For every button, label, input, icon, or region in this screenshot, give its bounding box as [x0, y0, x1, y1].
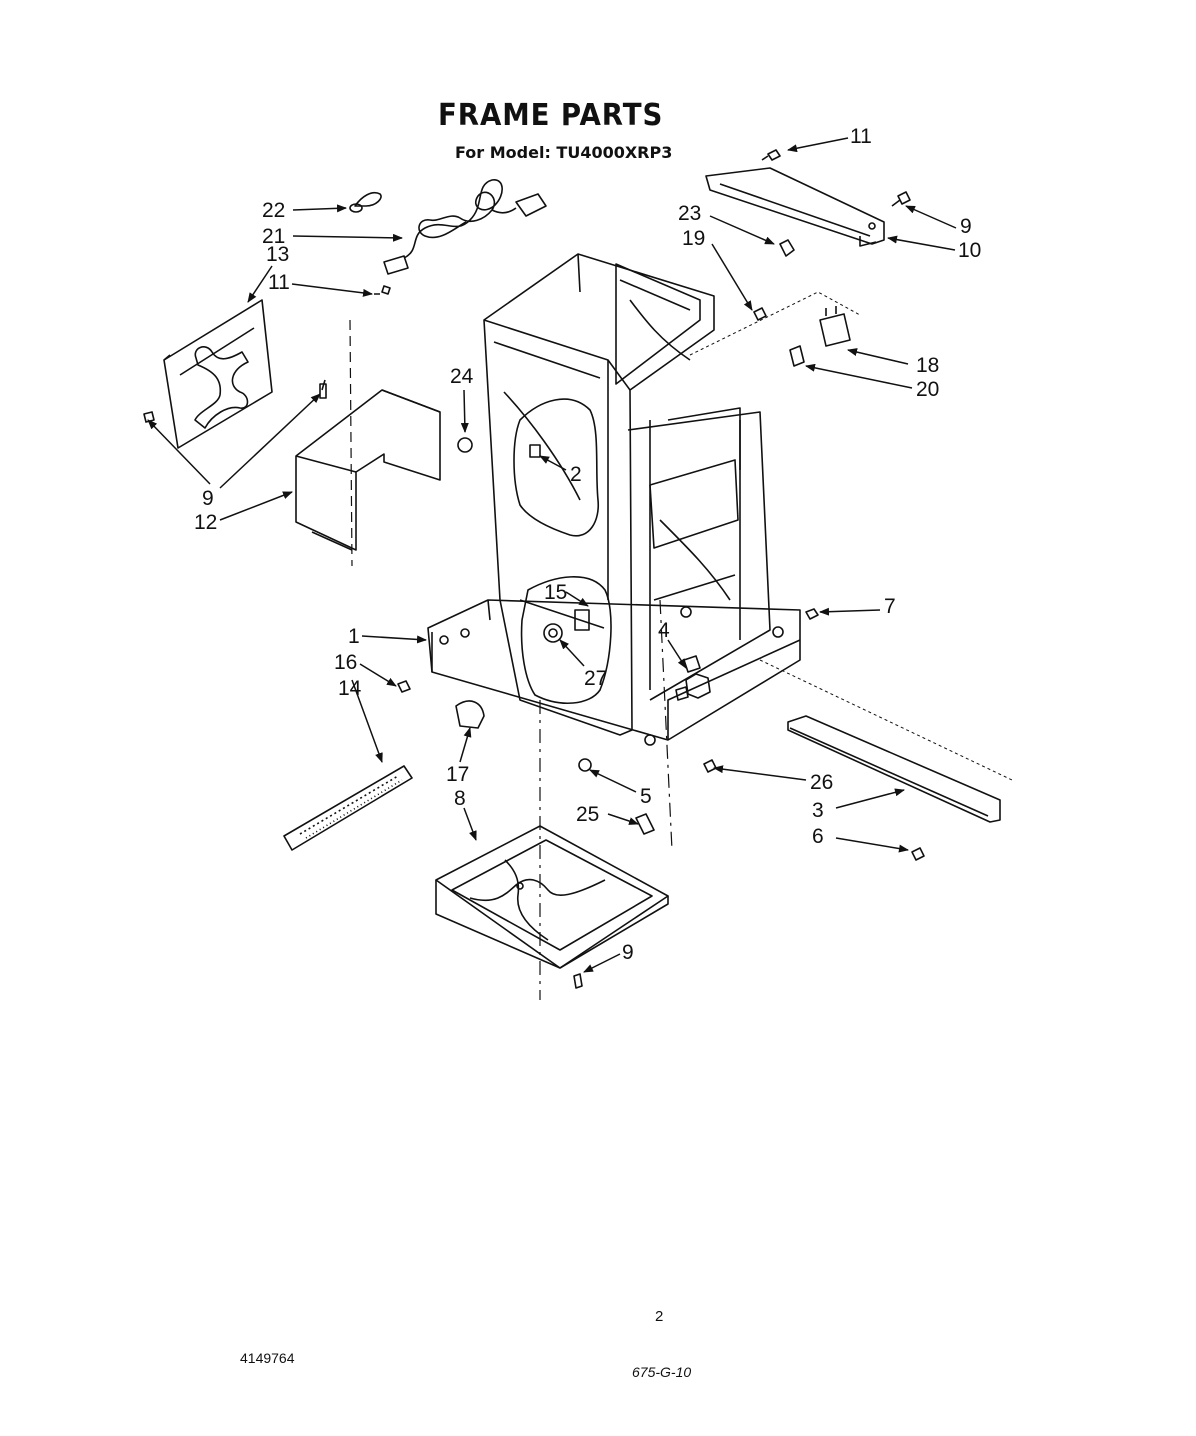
page-number: 2 — [655, 1308, 664, 1325]
callout-24: 24 — [450, 365, 474, 388]
side-panel-part — [163, 299, 273, 449]
callout-17: 17 — [446, 763, 470, 786]
callout-16: 16 — [334, 651, 358, 674]
callout-14: 14 — [338, 677, 362, 700]
callout-4: 4 — [658, 619, 670, 642]
callout-8: 8 — [454, 787, 466, 810]
callout-11-left: 11 — [268, 271, 290, 294]
callout-9-left: 9 — [202, 487, 214, 510]
document-number: 4149764 — [240, 1350, 295, 1366]
base-plate-part — [427, 599, 1013, 781]
switch-part — [689, 291, 861, 367]
cover-part — [295, 319, 441, 567]
callout-12: 12 — [194, 511, 218, 534]
filter-part — [283, 765, 413, 851]
callout-19: 19 — [682, 227, 706, 250]
callout-21: 21 — [262, 225, 286, 248]
callout-9-top: 9 — [960, 215, 972, 238]
revision-code: 675-G-10 — [632, 1364, 692, 1380]
callout-6: 6 — [812, 825, 824, 848]
callout-13: 13 — [266, 243, 290, 266]
callout-2: 2 — [570, 463, 582, 486]
diagram-title: FRAME PARTS — [438, 98, 664, 133]
leader-lines — [147, 137, 957, 973]
top-bracket-part — [705, 167, 885, 247]
hardware-parts — [143, 149, 925, 989]
callout-11-top: 11 — [850, 125, 872, 148]
callout-15: 15 — [544, 581, 568, 604]
callout-18: 18 — [916, 354, 940, 377]
callout-23: 23 — [678, 202, 702, 225]
callout-20: 20 — [916, 378, 940, 401]
callout-10: 10 — [958, 239, 982, 262]
main-frame-part — [483, 253, 771, 1000]
model-subtitle: For Model: TU4000XRP3 — [455, 143, 673, 162]
rail-part — [787, 715, 1001, 823]
callout-3: 3 — [812, 799, 824, 822]
callout-9-bottom: 9 — [622, 941, 634, 964]
callout-7: 7 — [884, 595, 896, 618]
callout-27: 27 — [584, 667, 608, 690]
callout-5: 5 — [640, 785, 652, 808]
callout-1: 1 — [348, 625, 360, 648]
callout-25: 25 — [576, 803, 600, 826]
power-cord-part — [349, 179, 547, 275]
callout-22: 22 — [262, 199, 286, 222]
callout-26: 26 — [810, 771, 834, 794]
bottom-tray-part — [435, 825, 669, 969]
